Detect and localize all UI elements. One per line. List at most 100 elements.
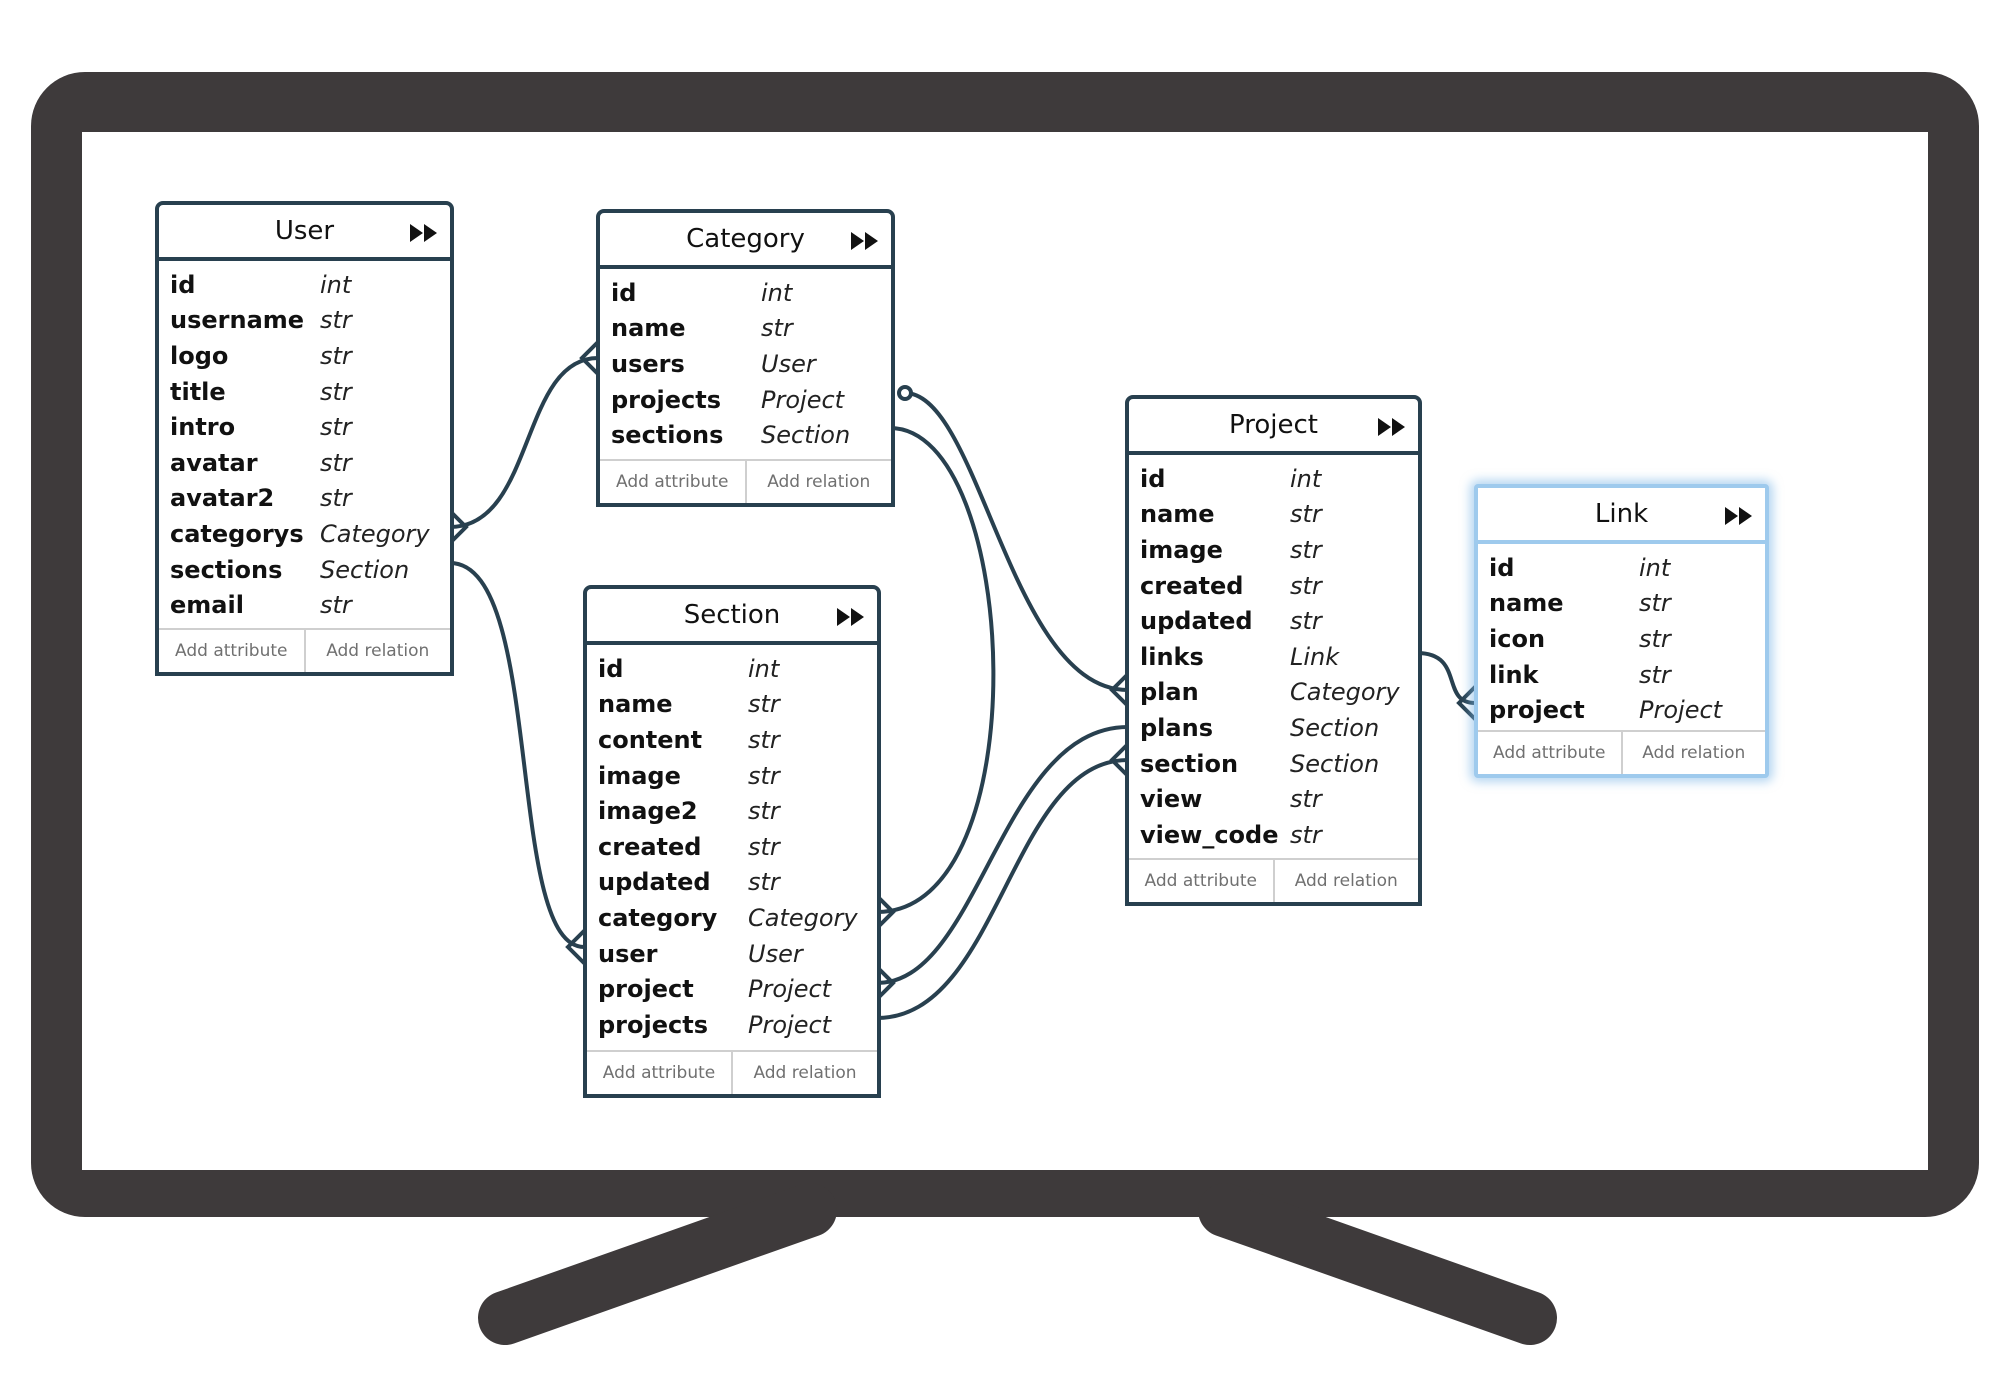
- add-attribute-button[interactable]: Add attribute: [602, 1063, 716, 1083]
- attribute-name: name: [611, 314, 686, 343]
- attribute-type: int: [1290, 464, 1322, 493]
- add-relation-button[interactable]: Add relation: [1272, 860, 1419, 902]
- attribute-name: id: [1489, 553, 1515, 582]
- attribute-type: int: [761, 278, 793, 307]
- attribute-row[interactable]: updated str: [587, 865, 877, 901]
- attribute-name: image2: [598, 797, 698, 826]
- attribute-type: str: [1290, 535, 1322, 564]
- relation-category-section: [875, 426, 996, 914]
- attribute-type: str: [748, 690, 780, 719]
- fast-forward-icon[interactable]: [837, 608, 865, 626]
- attribute-name: avatar: [170, 448, 258, 477]
- attribute-type: Category: [320, 519, 430, 548]
- attribute-type: Project: [1639, 696, 1723, 725]
- fast-forward-icon[interactable]: [1378, 418, 1406, 436]
- attribute-type: Project: [748, 1010, 832, 1039]
- add-attribute-button[interactable]: Add attribute: [1144, 871, 1257, 891]
- attribute-name: projects: [611, 385, 721, 414]
- attribute-row[interactable]: image str: [1129, 532, 1418, 568]
- fast-forward-icon[interactable]: [410, 224, 438, 242]
- attribute-row[interactable]: name str: [600, 311, 891, 347]
- attribute-name: image: [1140, 535, 1223, 564]
- entity-header[interactable]: Link: [1478, 488, 1765, 544]
- relation-section-project-section: [875, 758, 1130, 1020]
- attribute-type: str: [320, 413, 352, 442]
- crowfoot-icon: [565, 929, 586, 965]
- entity-header[interactable]: Category: [600, 213, 891, 269]
- attribute-name: link: [1489, 660, 1539, 689]
- attribute-name: plan: [1140, 678, 1199, 707]
- entity-header[interactable]: Section: [587, 589, 877, 645]
- add-attribute-button[interactable]: Add attribute: [616, 472, 729, 492]
- attribute-row[interactable]: project Project: [1478, 692, 1765, 728]
- attribute-name: title: [170, 377, 226, 406]
- attribute-type: str: [1290, 571, 1322, 600]
- attribute-type: User: [748, 939, 803, 968]
- fast-forward-icon[interactable]: [851, 232, 879, 250]
- attribute-name: view: [1140, 785, 1203, 814]
- add-attribute-button[interactable]: Add attribute: [175, 641, 288, 661]
- attribute-name: updated: [598, 868, 711, 897]
- attribute-name: users: [611, 349, 685, 378]
- fast-forward-icon[interactable]: [1725, 507, 1753, 525]
- crowfoot-icon: [448, 509, 469, 545]
- relation-section-project-plans: [875, 725, 1130, 985]
- add-relation-button[interactable]: Add relation: [731, 1052, 877, 1094]
- attribute-type: str: [748, 868, 780, 897]
- relation-category-project: [903, 391, 1130, 692]
- attribute-name: project: [1489, 696, 1585, 725]
- add-relation-button[interactable]: Add relation: [1620, 732, 1766, 774]
- entity-title: Section: [683, 600, 781, 630]
- attribute-type: str: [761, 314, 793, 343]
- entity-header[interactable]: Project: [1129, 399, 1418, 455]
- add-relation-button[interactable]: Add relation: [303, 630, 451, 672]
- add-relation-button[interactable]: Add relation: [744, 461, 892, 503]
- entity-header[interactable]: User: [159, 205, 450, 261]
- add-attribute-button[interactable]: Add attribute: [1493, 743, 1606, 763]
